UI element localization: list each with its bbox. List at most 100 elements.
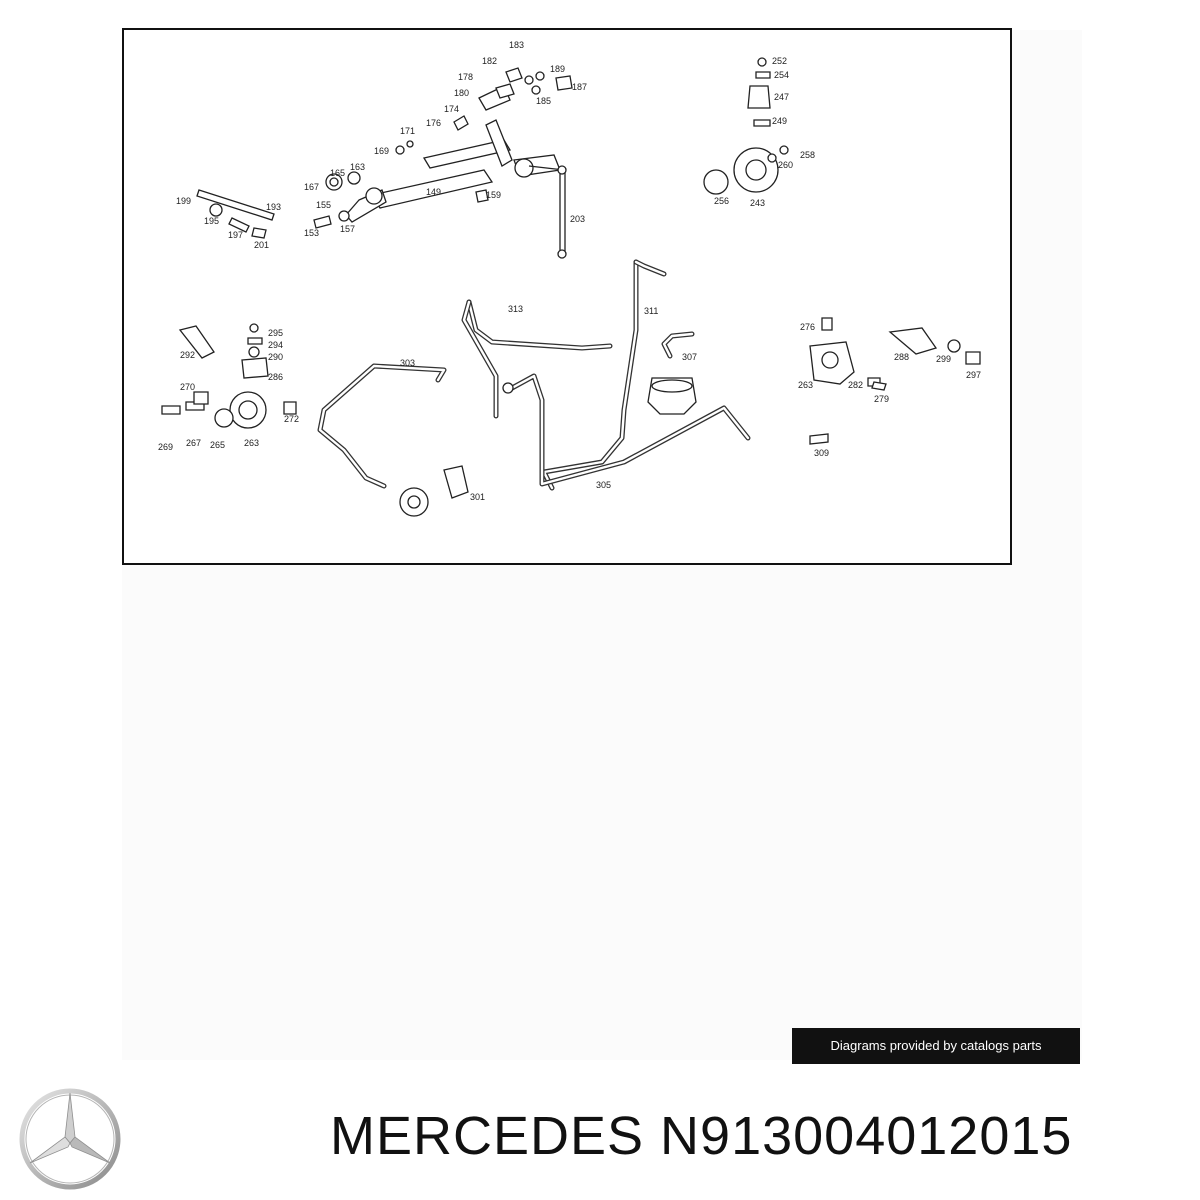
callout-203: 203 (570, 214, 585, 224)
callout-249: 249 (772, 116, 787, 126)
sleeve-187 (555, 75, 573, 91)
callout-167: 167 (304, 182, 319, 192)
banjo-301 (443, 465, 469, 499)
bolt-297 (965, 351, 981, 365)
line-307-inner (662, 332, 694, 358)
callout-279: 279 (874, 394, 889, 404)
bracket-286 (241, 357, 269, 379)
callout-174: 174 (444, 104, 459, 114)
washer-265 (214, 408, 234, 428)
callout-286: 286 (268, 372, 283, 382)
callout-183: 183 (509, 40, 524, 50)
callout-157: 157 (340, 224, 355, 234)
callout-176: 176 (426, 118, 441, 128)
callout-159: 159 (486, 190, 501, 200)
filter-cap (651, 379, 693, 393)
callout-252: 252 (772, 56, 787, 66)
callout-305: 305 (596, 480, 611, 490)
callout-282: 282 (848, 380, 863, 390)
callout-294: 294 (268, 340, 283, 350)
callout-288: 288 (894, 352, 909, 362)
rod-199 (196, 189, 275, 221)
callout-193: 193 (266, 202, 281, 212)
callout-309: 309 (814, 448, 829, 458)
shaft-upper (422, 139, 512, 169)
callout-311: 311 (644, 306, 658, 316)
line-311-top-inner (634, 260, 666, 276)
callout-263-left: 263 (244, 438, 259, 448)
pump-301 (399, 465, 469, 517)
washer-254 (755, 71, 771, 79)
callout-195: 195 (204, 216, 219, 226)
callout-276: 276 (800, 322, 815, 332)
screw-176 (453, 115, 469, 131)
washer-157 (338, 210, 350, 222)
callout-256: 256 (714, 196, 729, 206)
clip-171 (406, 140, 414, 148)
seal-249 (753, 119, 771, 127)
callout-153: 153 (304, 228, 319, 238)
pump-301-hub (407, 495, 421, 509)
pump-263-right (809, 317, 981, 445)
callout-199: 199 (176, 196, 191, 206)
callout-258: 258 (800, 150, 815, 160)
fitting-279 (871, 381, 887, 391)
callout-155: 155 (316, 200, 331, 210)
callout-263-right: 263 (798, 380, 813, 390)
filter-housing (502, 377, 697, 415)
link-203 (559, 167, 566, 255)
screw-252 (757, 57, 767, 67)
callout-243: 243 (750, 198, 765, 208)
pump-243-assembly (703, 57, 789, 195)
ring-290 (248, 346, 260, 358)
callout-295: 295 (268, 328, 283, 338)
line-313-loop (461, 299, 499, 419)
link-203-bottom (557, 249, 567, 259)
callout-189: 189 (550, 64, 565, 74)
ring-167-inner (329, 177, 339, 187)
bracket-292 (178, 325, 215, 359)
spring-197 (228, 217, 250, 233)
nut-189 (524, 75, 534, 85)
callout-178: 178 (458, 72, 473, 82)
o-ring-256 (703, 169, 729, 195)
bolt-153 (313, 215, 332, 229)
callout-182: 182 (482, 56, 497, 66)
callout-180: 180 (454, 88, 469, 98)
link-203-top (557, 165, 567, 175)
line-313-inner (467, 300, 612, 350)
end-bushing (514, 158, 534, 178)
callout-171: 171 (400, 126, 415, 136)
line-303-inner (318, 364, 446, 488)
plug-269 (161, 405, 181, 415)
callout-187: 187 (572, 82, 587, 92)
plug-299 (947, 339, 961, 353)
linkage-assembly (196, 67, 573, 259)
brand-part-number: MERCEDES N913004012015 (330, 1106, 1073, 1166)
nut-260 (767, 153, 777, 163)
callout-149: 149 (426, 187, 441, 197)
ring-195 (209, 203, 223, 217)
block-182 (495, 83, 515, 99)
parts-diagram: 183 182 189 178 187 180 185 174 176 171 … (158, 40, 981, 517)
line-305 (509, 373, 751, 487)
callout-201: 201 (254, 240, 269, 250)
clip-309 (809, 433, 829, 445)
fuel-lines (317, 259, 751, 491)
line-313-loop-inner (462, 300, 498, 418)
callout-169: 169 (374, 146, 389, 156)
clip-169 (395, 145, 405, 155)
pin-201 (251, 227, 267, 239)
callout-307: 307 (682, 352, 697, 362)
line-303 (317, 363, 447, 489)
bracket-288 (888, 327, 938, 355)
bushing (365, 187, 383, 205)
nut-189b (535, 71, 545, 81)
diagram-credit-banner: Diagrams provided by catalogs parts (792, 1028, 1080, 1064)
nut-185 (531, 85, 541, 95)
washer-294 (247, 337, 263, 345)
callout-272: 272 (284, 414, 299, 424)
line-305-inner (510, 374, 750, 486)
fitting-272 (283, 401, 297, 415)
callout-163: 163 (350, 162, 365, 172)
